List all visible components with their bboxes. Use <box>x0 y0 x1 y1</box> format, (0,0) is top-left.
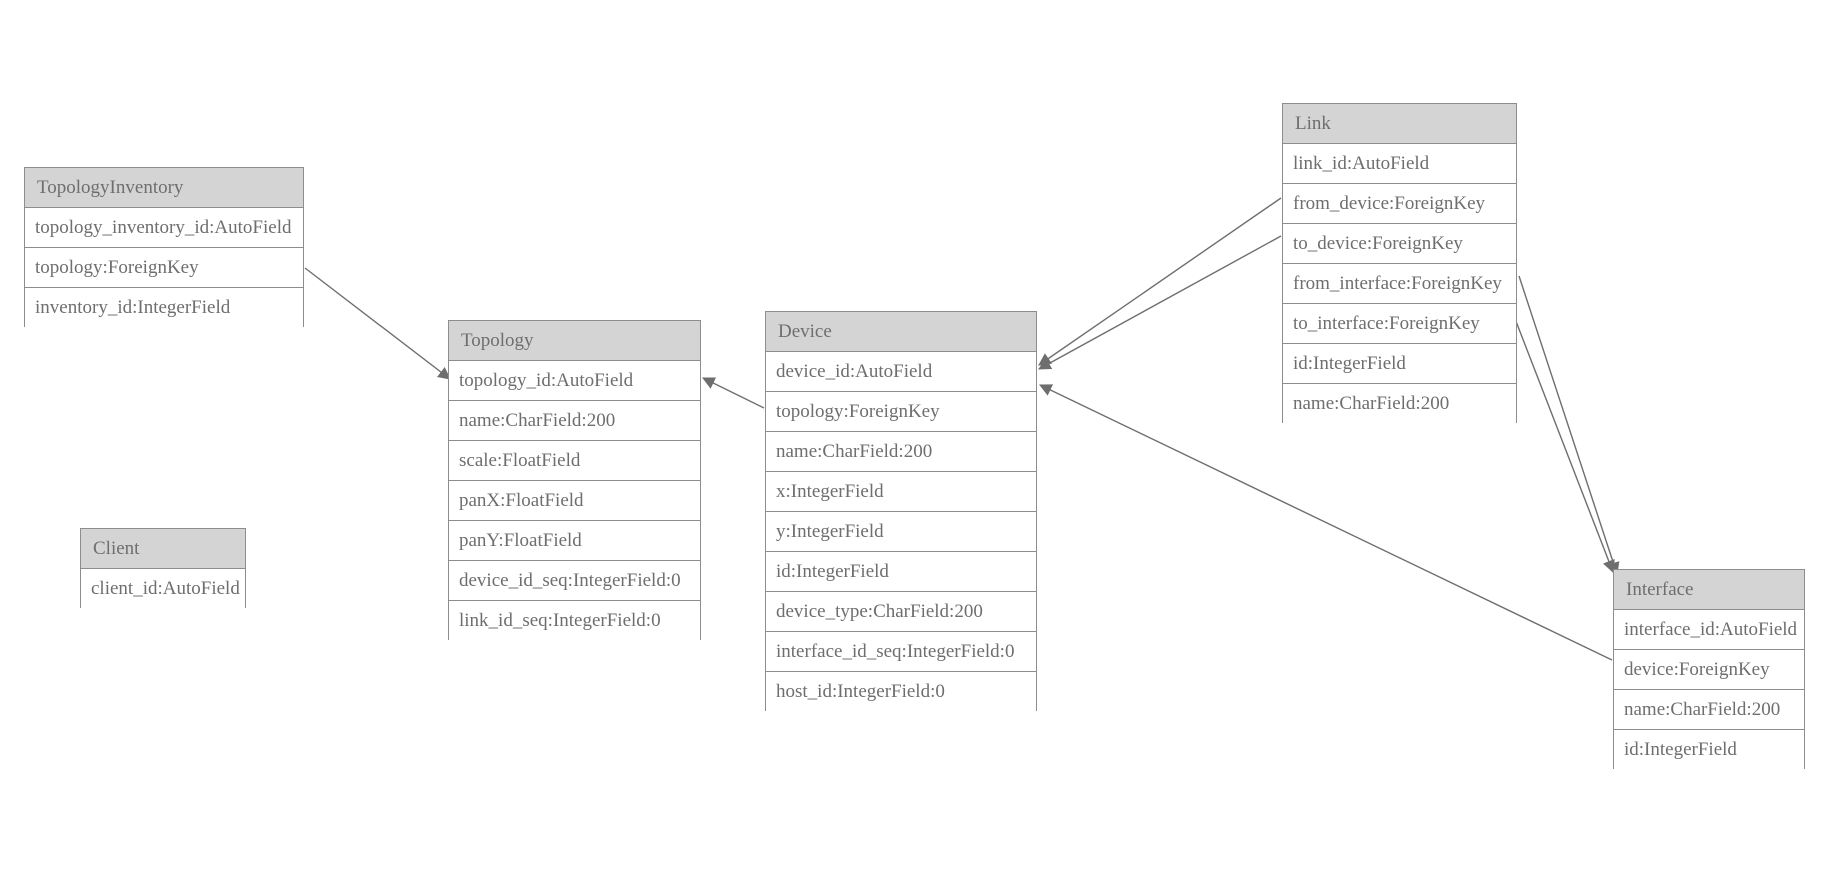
entity-title-topology: Topology <box>449 321 700 361</box>
entity-field-row[interactable]: topology:ForeignKey <box>25 248 303 288</box>
entity-title-client: Client <box>81 529 245 569</box>
entity-field-row[interactable]: topology_id:AutoField <box>449 361 700 401</box>
entity-field-row[interactable]: id:IntegerField <box>1614 730 1804 770</box>
entity-field-row[interactable]: inventory_id:IntegerField <box>25 288 303 328</box>
entity-field-row[interactable]: device_id:AutoField <box>766 352 1036 392</box>
entity-field-row[interactable]: name:CharField:200 <box>766 432 1036 472</box>
entity-field-row[interactable]: interface_id_seq:IntegerField:0 <box>766 632 1036 672</box>
rel-link-from-device <box>1038 197 1282 366</box>
entity-field-row[interactable]: topology_inventory_id:AutoField <box>25 208 303 248</box>
entity-field-row[interactable]: from_interface:ForeignKey <box>1283 264 1516 304</box>
entity-title-link: Link <box>1283 104 1516 144</box>
entity-field-row[interactable]: panX:FloatField <box>449 481 700 521</box>
rel-interface-device <box>1039 384 1613 661</box>
entity-field-row[interactable]: to_device:ForeignKey <box>1283 224 1516 264</box>
entity-field-row[interactable]: y:IntegerField <box>766 512 1036 552</box>
rel-link-to-interface <box>1511 310 1615 573</box>
entity-field-row[interactable]: link_id_seq:IntegerField:0 <box>449 601 700 641</box>
entity-field-row[interactable]: to_interface:ForeignKey <box>1283 304 1516 344</box>
entity-field-row[interactable]: id:IntegerField <box>1283 344 1516 384</box>
rel-topologyinventory-topology <box>304 267 451 380</box>
entity-field-row[interactable]: device:ForeignKey <box>1614 650 1804 690</box>
entity-field-row[interactable]: scale:FloatField <box>449 441 700 481</box>
entity-title-interface: Interface <box>1614 570 1804 610</box>
entity-field-row[interactable]: link_id:AutoField <box>1283 144 1516 184</box>
entity-field-row[interactable]: topology:ForeignKey <box>766 392 1036 432</box>
rel-device-topology <box>702 377 765 409</box>
entity-title-topology_inventory: TopologyInventory <box>25 168 303 208</box>
entity-field-row[interactable]: interface_id:AutoField <box>1614 610 1804 650</box>
rel-link-from-interface <box>1518 275 1620 575</box>
rel-link-to-device <box>1038 235 1282 370</box>
entity-field-row[interactable]: client_id:AutoField <box>81 569 245 609</box>
entity-field-row[interactable]: name:CharField:200 <box>1283 384 1516 424</box>
entity-field-row[interactable]: name:CharField:200 <box>1614 690 1804 730</box>
entity-title-device: Device <box>766 312 1036 352</box>
entity-field-row[interactable]: x:IntegerField <box>766 472 1036 512</box>
entity-field-row[interactable]: from_device:ForeignKey <box>1283 184 1516 224</box>
entity-field-row[interactable]: id:IntegerField <box>766 552 1036 592</box>
entity-field-row[interactable]: name:CharField:200 <box>449 401 700 441</box>
entity-field-row[interactable]: device_type:CharField:200 <box>766 592 1036 632</box>
entity-field-row[interactable]: host_id:IntegerField:0 <box>766 672 1036 712</box>
entity-field-row[interactable]: device_id_seq:IntegerField:0 <box>449 561 700 601</box>
entity-field-row[interactable]: panY:FloatField <box>449 521 700 561</box>
